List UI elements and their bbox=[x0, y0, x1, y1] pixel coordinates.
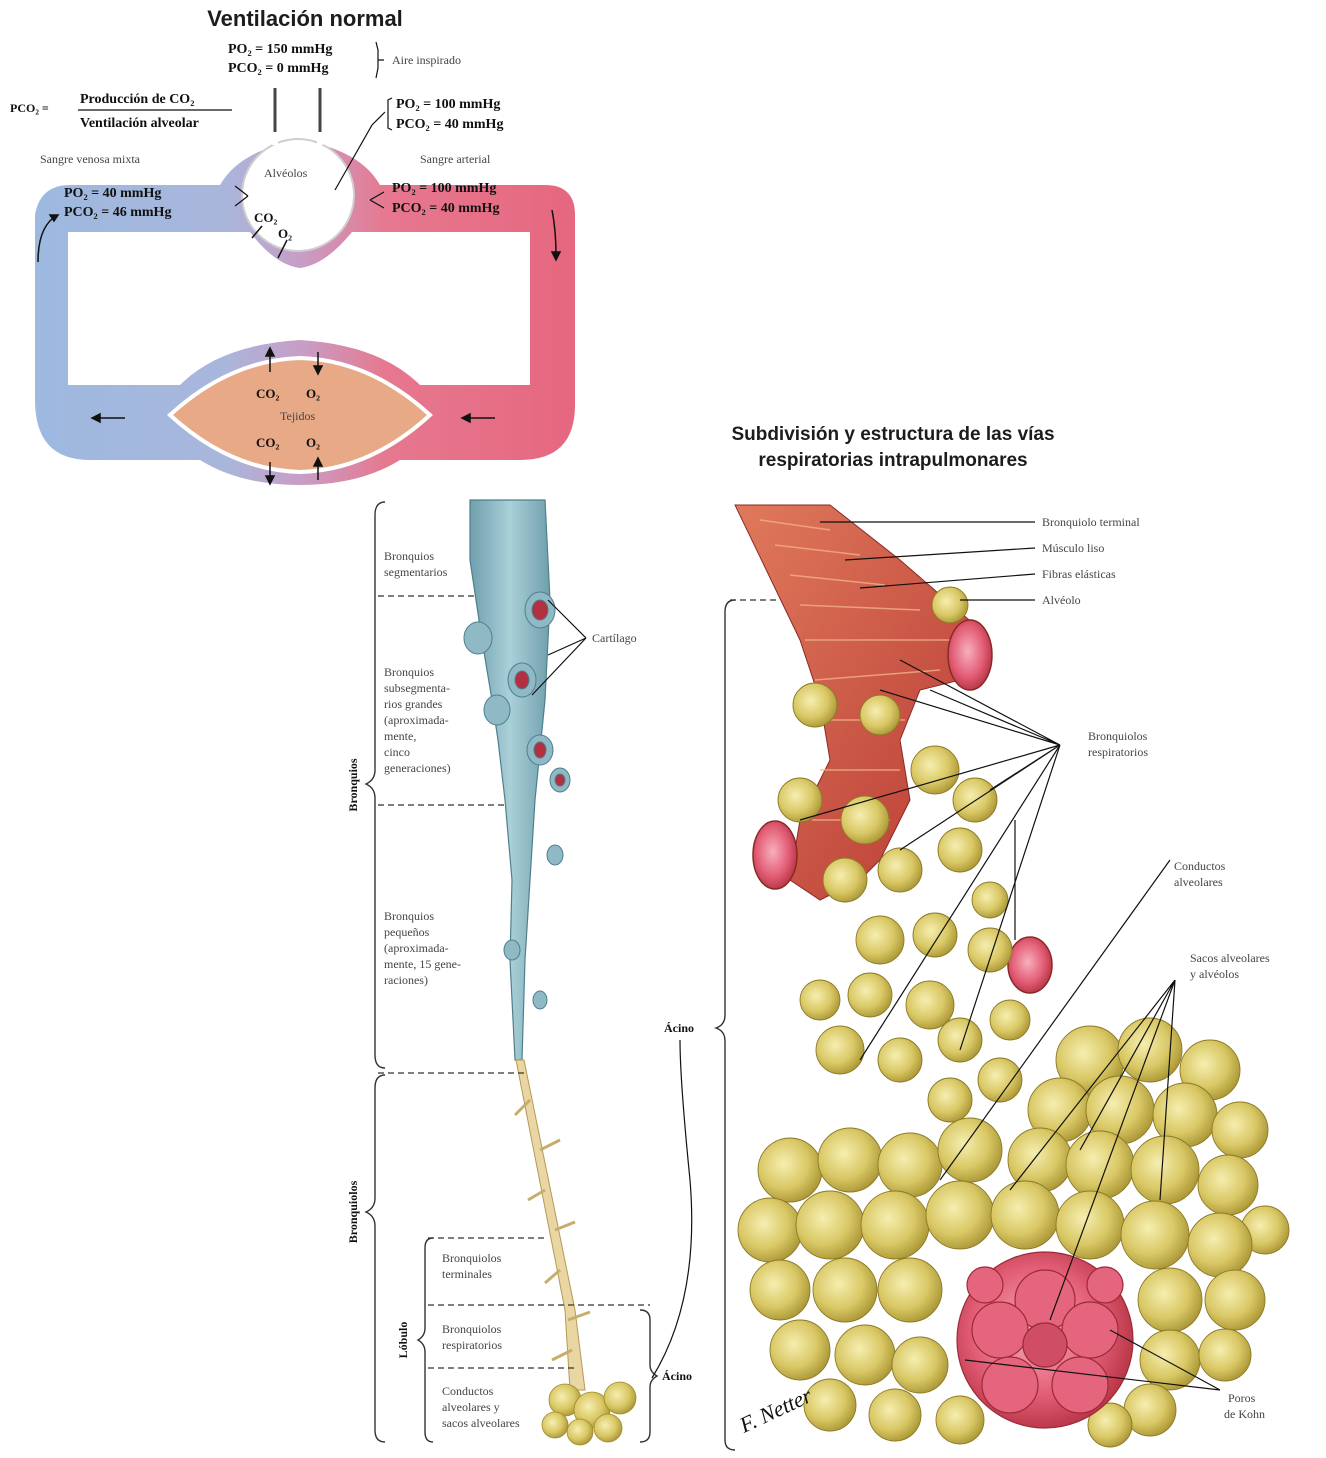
subseg-line: cinco bbox=[384, 745, 410, 759]
label-resp-bronchioles-2: respiratorios bbox=[1088, 745, 1148, 759]
label-acino-main: Ácino bbox=[664, 1021, 694, 1035]
brace-bronquios bbox=[366, 502, 385, 1068]
alveolar-co2: CO₂ bbox=[254, 210, 278, 225]
inspired-po2: PO₂ = 150 mmHg bbox=[228, 42, 332, 57]
label-resp-bronchioles-1: Bronquiolos bbox=[1088, 729, 1148, 743]
brace-acino-main bbox=[716, 600, 735, 1450]
subseg-label: Bronquios subsegmenta- rios grandes (apr… bbox=[384, 665, 451, 775]
label-sacs-2: y alvéolos bbox=[1190, 967, 1239, 981]
arterial-label: Sangre arterial bbox=[420, 152, 491, 166]
tissue-co2-bottom: CO₂ bbox=[256, 435, 280, 450]
venous-label: Sangre venosa mixta bbox=[40, 152, 141, 166]
small-line: raciones) bbox=[384, 973, 428, 987]
ventilation-title: Ventilación normal bbox=[207, 6, 403, 31]
subseg-line: rios grandes bbox=[384, 697, 443, 711]
small-line: Bronquios bbox=[384, 909, 434, 923]
subseg-line: (aproximada- bbox=[384, 713, 449, 727]
tissue-o2-bottom: O₂ bbox=[306, 435, 320, 450]
label-alveolus: Alvéolo bbox=[1042, 593, 1081, 607]
tissue-co2-top: CO₂ bbox=[256, 386, 280, 401]
formula-denominator: Ventilación alveolar bbox=[80, 116, 199, 131]
tissue-label: Tejidos bbox=[280, 409, 315, 423]
trachea-tube bbox=[275, 88, 320, 135]
small-line: mente, 15 gene- bbox=[384, 957, 461, 971]
label-terminal-bronchiole: Bronquiolo terminal bbox=[1042, 515, 1140, 529]
tissue-o2-top: O₂ bbox=[306, 386, 320, 401]
bronchus-shaft bbox=[470, 500, 550, 1060]
alveolar-o2: O₂ bbox=[278, 226, 292, 241]
venous-po2: PO₂ = 40 mmHg bbox=[64, 186, 161, 201]
label-bronquiolos: Bronquiolos bbox=[346, 1180, 360, 1243]
label-ducts-1: Conductos bbox=[1174, 859, 1226, 873]
alveolus-sphere bbox=[242, 139, 354, 251]
label-elastic-fibers: Fibras elásticas bbox=[1042, 567, 1116, 581]
terminal-alveoli-cluster bbox=[542, 1382, 636, 1445]
small-line: pequeños bbox=[384, 925, 430, 939]
alveolos-label: Alvéolos bbox=[264, 166, 308, 180]
netter-signature: F. Netter bbox=[735, 1382, 816, 1438]
opened-alveolar-sac bbox=[957, 1252, 1133, 1428]
acinus-illustration: Ácino bbox=[664, 505, 1289, 1450]
respiratory-line1: Bronquiolos bbox=[442, 1322, 502, 1336]
arterial-po2: PO₂ = 100 mmHg bbox=[392, 181, 496, 196]
terminal-line1: Bronquiolos bbox=[442, 1251, 502, 1265]
terminal-line2: terminales bbox=[442, 1267, 492, 1281]
ventilation-diagram: Ventilación normal PO₂ = bbox=[10, 6, 575, 485]
formula-numerator: Producción de CO₂ bbox=[80, 92, 194, 107]
subseg-line: generaciones) bbox=[384, 761, 451, 775]
label-acino-small: Ácino bbox=[662, 1369, 692, 1383]
ducts-line2: alveolares y bbox=[442, 1400, 500, 1414]
label-sacs-1: Sacos alveolares bbox=[1190, 951, 1270, 965]
label-bronquios: Bronquios bbox=[346, 758, 360, 811]
brace-lobulo bbox=[418, 1238, 433, 1442]
alveolar-po2: PO₂ = 100 mmHg bbox=[396, 97, 500, 112]
bronchiole-stem bbox=[516, 1060, 585, 1390]
inspired-label: Aire inspirado bbox=[392, 53, 461, 67]
label-smooth-muscle: Músculo liso bbox=[1042, 541, 1104, 555]
subseg-line: subsegmenta- bbox=[384, 681, 450, 695]
small-bronchi-label: Bronquios pequeños (aproximada- mente, 1… bbox=[384, 909, 461, 987]
airways-title-line1: Subdivisión y estructura de las vías bbox=[731, 424, 1054, 445]
label-seg-line2: segmentarios bbox=[384, 565, 448, 579]
ducts-line3: sacos alveolares bbox=[442, 1416, 520, 1430]
arterial-pco2: PCO₂ = 40 mmHg bbox=[392, 201, 499, 216]
ducts-line1: Conductos bbox=[442, 1384, 494, 1398]
alveolar-pco2: PCO₂ = 40 mmHg bbox=[396, 117, 503, 132]
label-pores-2: de Kohn bbox=[1224, 1407, 1265, 1421]
brace-acino-small bbox=[640, 1310, 657, 1442]
label-ducts-2: alveolares bbox=[1174, 875, 1223, 889]
acino-connector bbox=[652, 1040, 692, 1378]
respiratory-line2: respiratorios bbox=[442, 1338, 502, 1352]
brace-bronquiolos bbox=[366, 1075, 385, 1442]
small-line: (aproximada- bbox=[384, 941, 449, 955]
subseg-line: Bronquios bbox=[384, 665, 434, 679]
label-pores-1: Poros bbox=[1228, 1391, 1256, 1405]
formula-lhs: PCO₂ = bbox=[10, 101, 49, 115]
label-seg-line1: Bronquios bbox=[384, 549, 434, 563]
airways-title-line2: respiratorias intrapulmonares bbox=[758, 450, 1027, 471]
venous-pco2: PCO₂ = 46 mmHg bbox=[64, 205, 171, 220]
label-lobulo: Lóbulo bbox=[396, 1322, 410, 1359]
inspired-pco2: PCO₂ = 0 mmHg bbox=[228, 61, 328, 76]
subseg-line: mente, bbox=[384, 729, 416, 743]
label-cartilago: Cartílago bbox=[592, 631, 637, 645]
